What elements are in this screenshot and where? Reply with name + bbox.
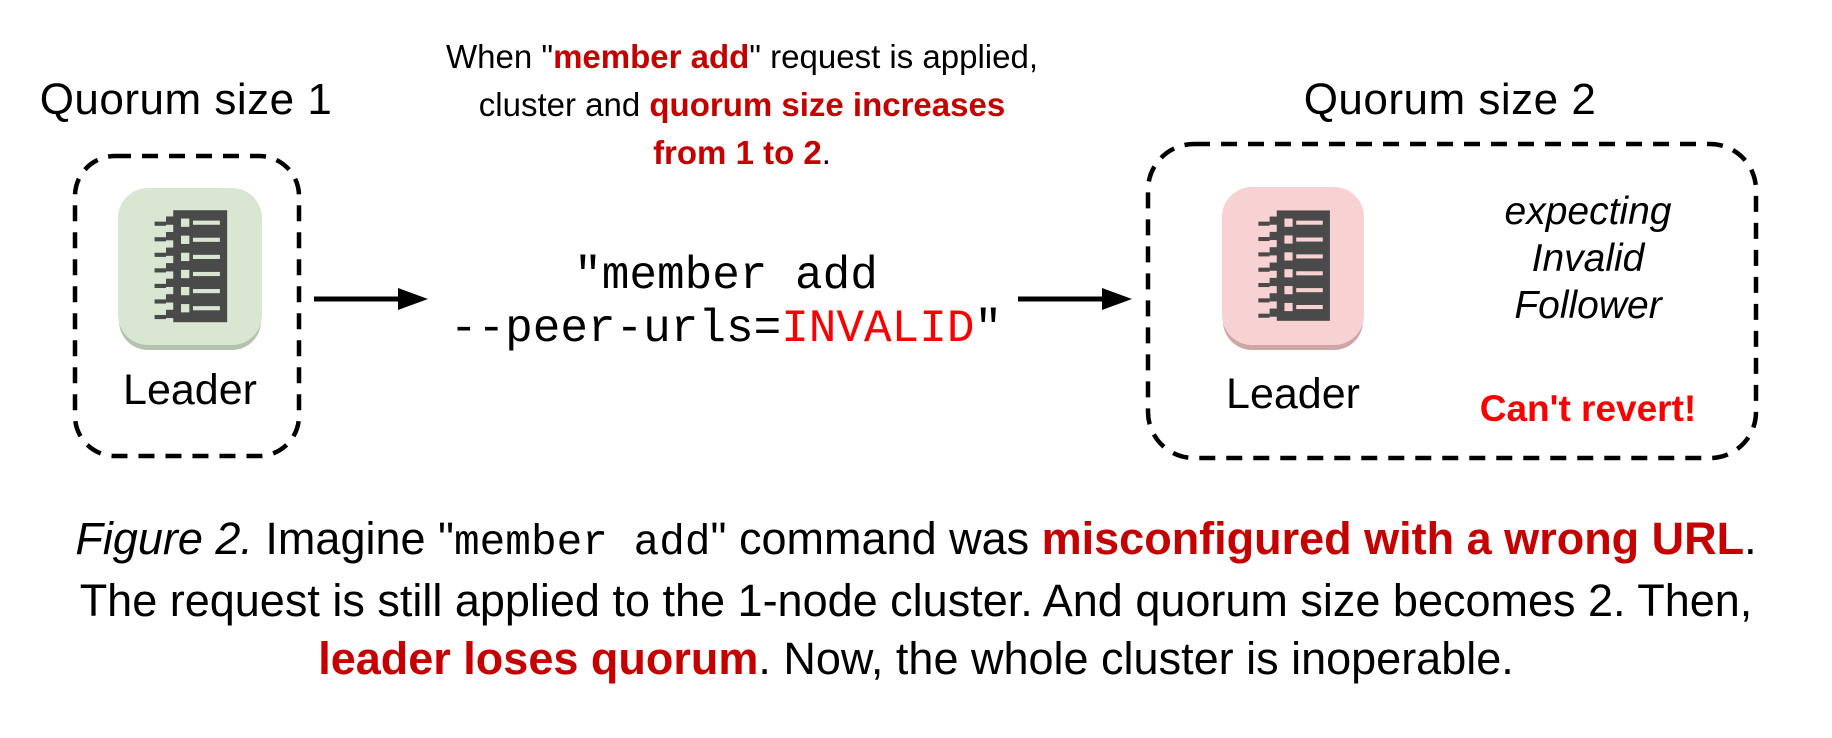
annotation-line: from 1 to 2. [653, 134, 831, 171]
cant-revert-warning: Can't revert! [1479, 388, 1697, 429]
right-leader-label: Leader [1226, 370, 1360, 418]
status-line: Invalid [1531, 237, 1645, 280]
leader-node-pink [1222, 187, 1364, 345]
right-cluster-boundary [1145, 141, 1759, 461]
ledger-list-icon [154, 210, 228, 323]
caption-line: leader loses quorum. Now, the whole clus… [318, 633, 1514, 684]
caption-line: Figure 2. Imagine "member add" command w… [75, 513, 1757, 567]
left-leader-label: Leader [123, 366, 257, 414]
annotation-line: cluster and quorum size increases [478, 86, 1006, 123]
arrow-right-icon [1018, 288, 1132, 310]
caption-line: The request is still applied to the 1-no… [79, 575, 1753, 626]
status-line: Follower [1514, 284, 1662, 327]
status-line: expecting [1504, 190, 1672, 233]
command-line: --peer-urls=INVALID" [449, 303, 1003, 355]
ledger-list-icon [1258, 210, 1330, 322]
left-cluster-title: Quorum size 1 [39, 75, 333, 124]
annotation-text: When "member add" request is applied, cl… [392, 33, 1092, 177]
member-add-command: "member add --peer-urls=INVALID" [366, 250, 1086, 356]
leader-node-green [118, 188, 262, 345]
expected-follower-status: expecting Invalid Follower [1413, 188, 1763, 329]
command-line: "member add [574, 250, 878, 302]
right-cluster-title: Quorum size 2 [1303, 75, 1597, 124]
arrow-right-icon [314, 288, 428, 310]
annotation-line: When "member add" request is applied, [445, 38, 1039, 75]
figure-caption: Figure 2. Imagine "member add" command w… [0, 510, 1832, 688]
